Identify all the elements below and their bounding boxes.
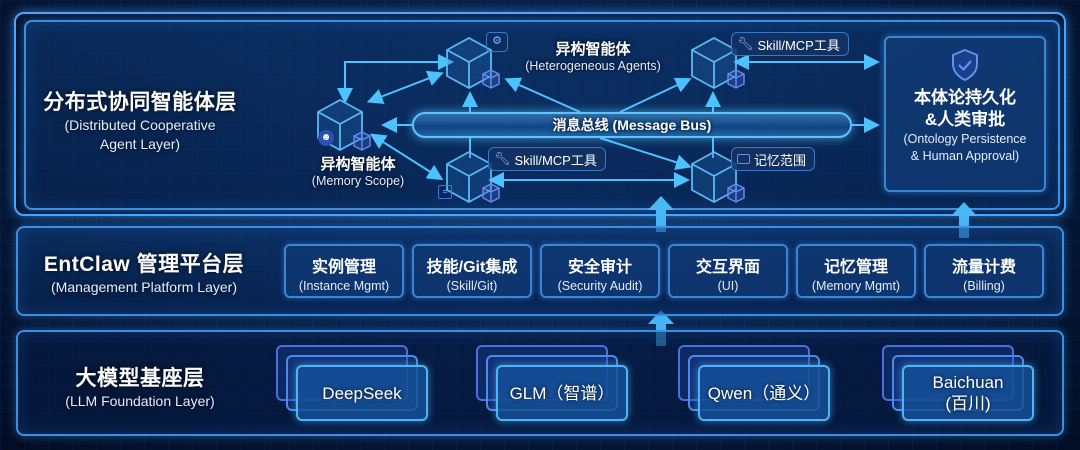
skill-mcp-tag-bottom: 🔧︎ Skill/MCP工具 xyxy=(488,147,606,171)
agent-layer-title: 分布式协同智能体层 (Distributed Cooperative Agent… xyxy=(30,86,250,154)
up-arrow-icon xyxy=(951,202,977,238)
module-memory-mgmt: 记忆管理 (Memory Mgmt) xyxy=(796,244,916,298)
agent-layer-frame xyxy=(14,12,1066,216)
agent-layer-title-zh: 分布式协同智能体层 xyxy=(43,91,237,114)
model-card-deepseek: DeepSeek xyxy=(276,345,428,421)
agent-layer-title-en-2: Agent Layer) xyxy=(99,136,181,152)
up-arrow-icon xyxy=(648,310,674,346)
message-bus: 消息总线 (Message Bus) xyxy=(412,112,852,138)
agent-label-memory-scope: 异构智能体 (Memory Scope) xyxy=(311,156,405,188)
module-billing: 流量计费 (Billing) xyxy=(924,244,1044,298)
module-ui: 交互界面 (UI) xyxy=(668,244,788,298)
llm-layer-title: 大模型基座层 (LLM Foundation Layer) xyxy=(40,362,240,411)
model-card-baichuan: Baichuan (百川) xyxy=(882,345,1034,421)
code-icon: ⌗ xyxy=(438,185,452,199)
model-card-qwen: Qwen（通义） xyxy=(678,345,830,421)
memory-scope-tag: 记忆范围 xyxy=(731,147,816,171)
agent-label-heterogeneous: 异构智能体 (Heterogeneous Agents) xyxy=(525,41,661,73)
wrench-icon: 🔧︎ xyxy=(494,151,511,166)
shield-check-icon xyxy=(952,48,978,82)
platform-layer-title-en: (Management Platform Layer) xyxy=(51,279,237,295)
platform-layer-title-zh: EntClaw 管理平台层 xyxy=(43,253,245,276)
module-instance-mgmt: 实例管理 (Instance Mgmt) xyxy=(284,244,404,298)
folder-icon xyxy=(737,154,750,164)
wrench-icon: 🔧︎ xyxy=(737,36,754,51)
llm-layer-title-en: (LLM Foundation Layer) xyxy=(65,393,215,409)
ontology-persistence-box: 本体论持久化 &人类审批 (Ontology Persistence & Hum… xyxy=(884,36,1046,192)
module-security-audit: 安全审计 (Security Audit) xyxy=(540,244,660,298)
skill-mcp-tag-top: 🔧︎ Skill/MCP工具 xyxy=(731,32,849,56)
agent-layer-title-en-1: (Distributed Cooperative xyxy=(64,117,216,133)
up-arrow-icon xyxy=(648,196,674,232)
model-card-glm: GLM（智谱） xyxy=(476,345,628,421)
platform-layer-title: EntClaw 管理平台层 (Management Platform Layer… xyxy=(24,248,264,297)
llm-layer-title-zh: 大模型基座层 xyxy=(75,367,205,390)
robot-icon: ☻ xyxy=(318,130,334,146)
robot-icon: ⚙ xyxy=(486,32,508,52)
module-skill-git: 技能/Git集成 (Skill/Git) xyxy=(412,244,532,298)
